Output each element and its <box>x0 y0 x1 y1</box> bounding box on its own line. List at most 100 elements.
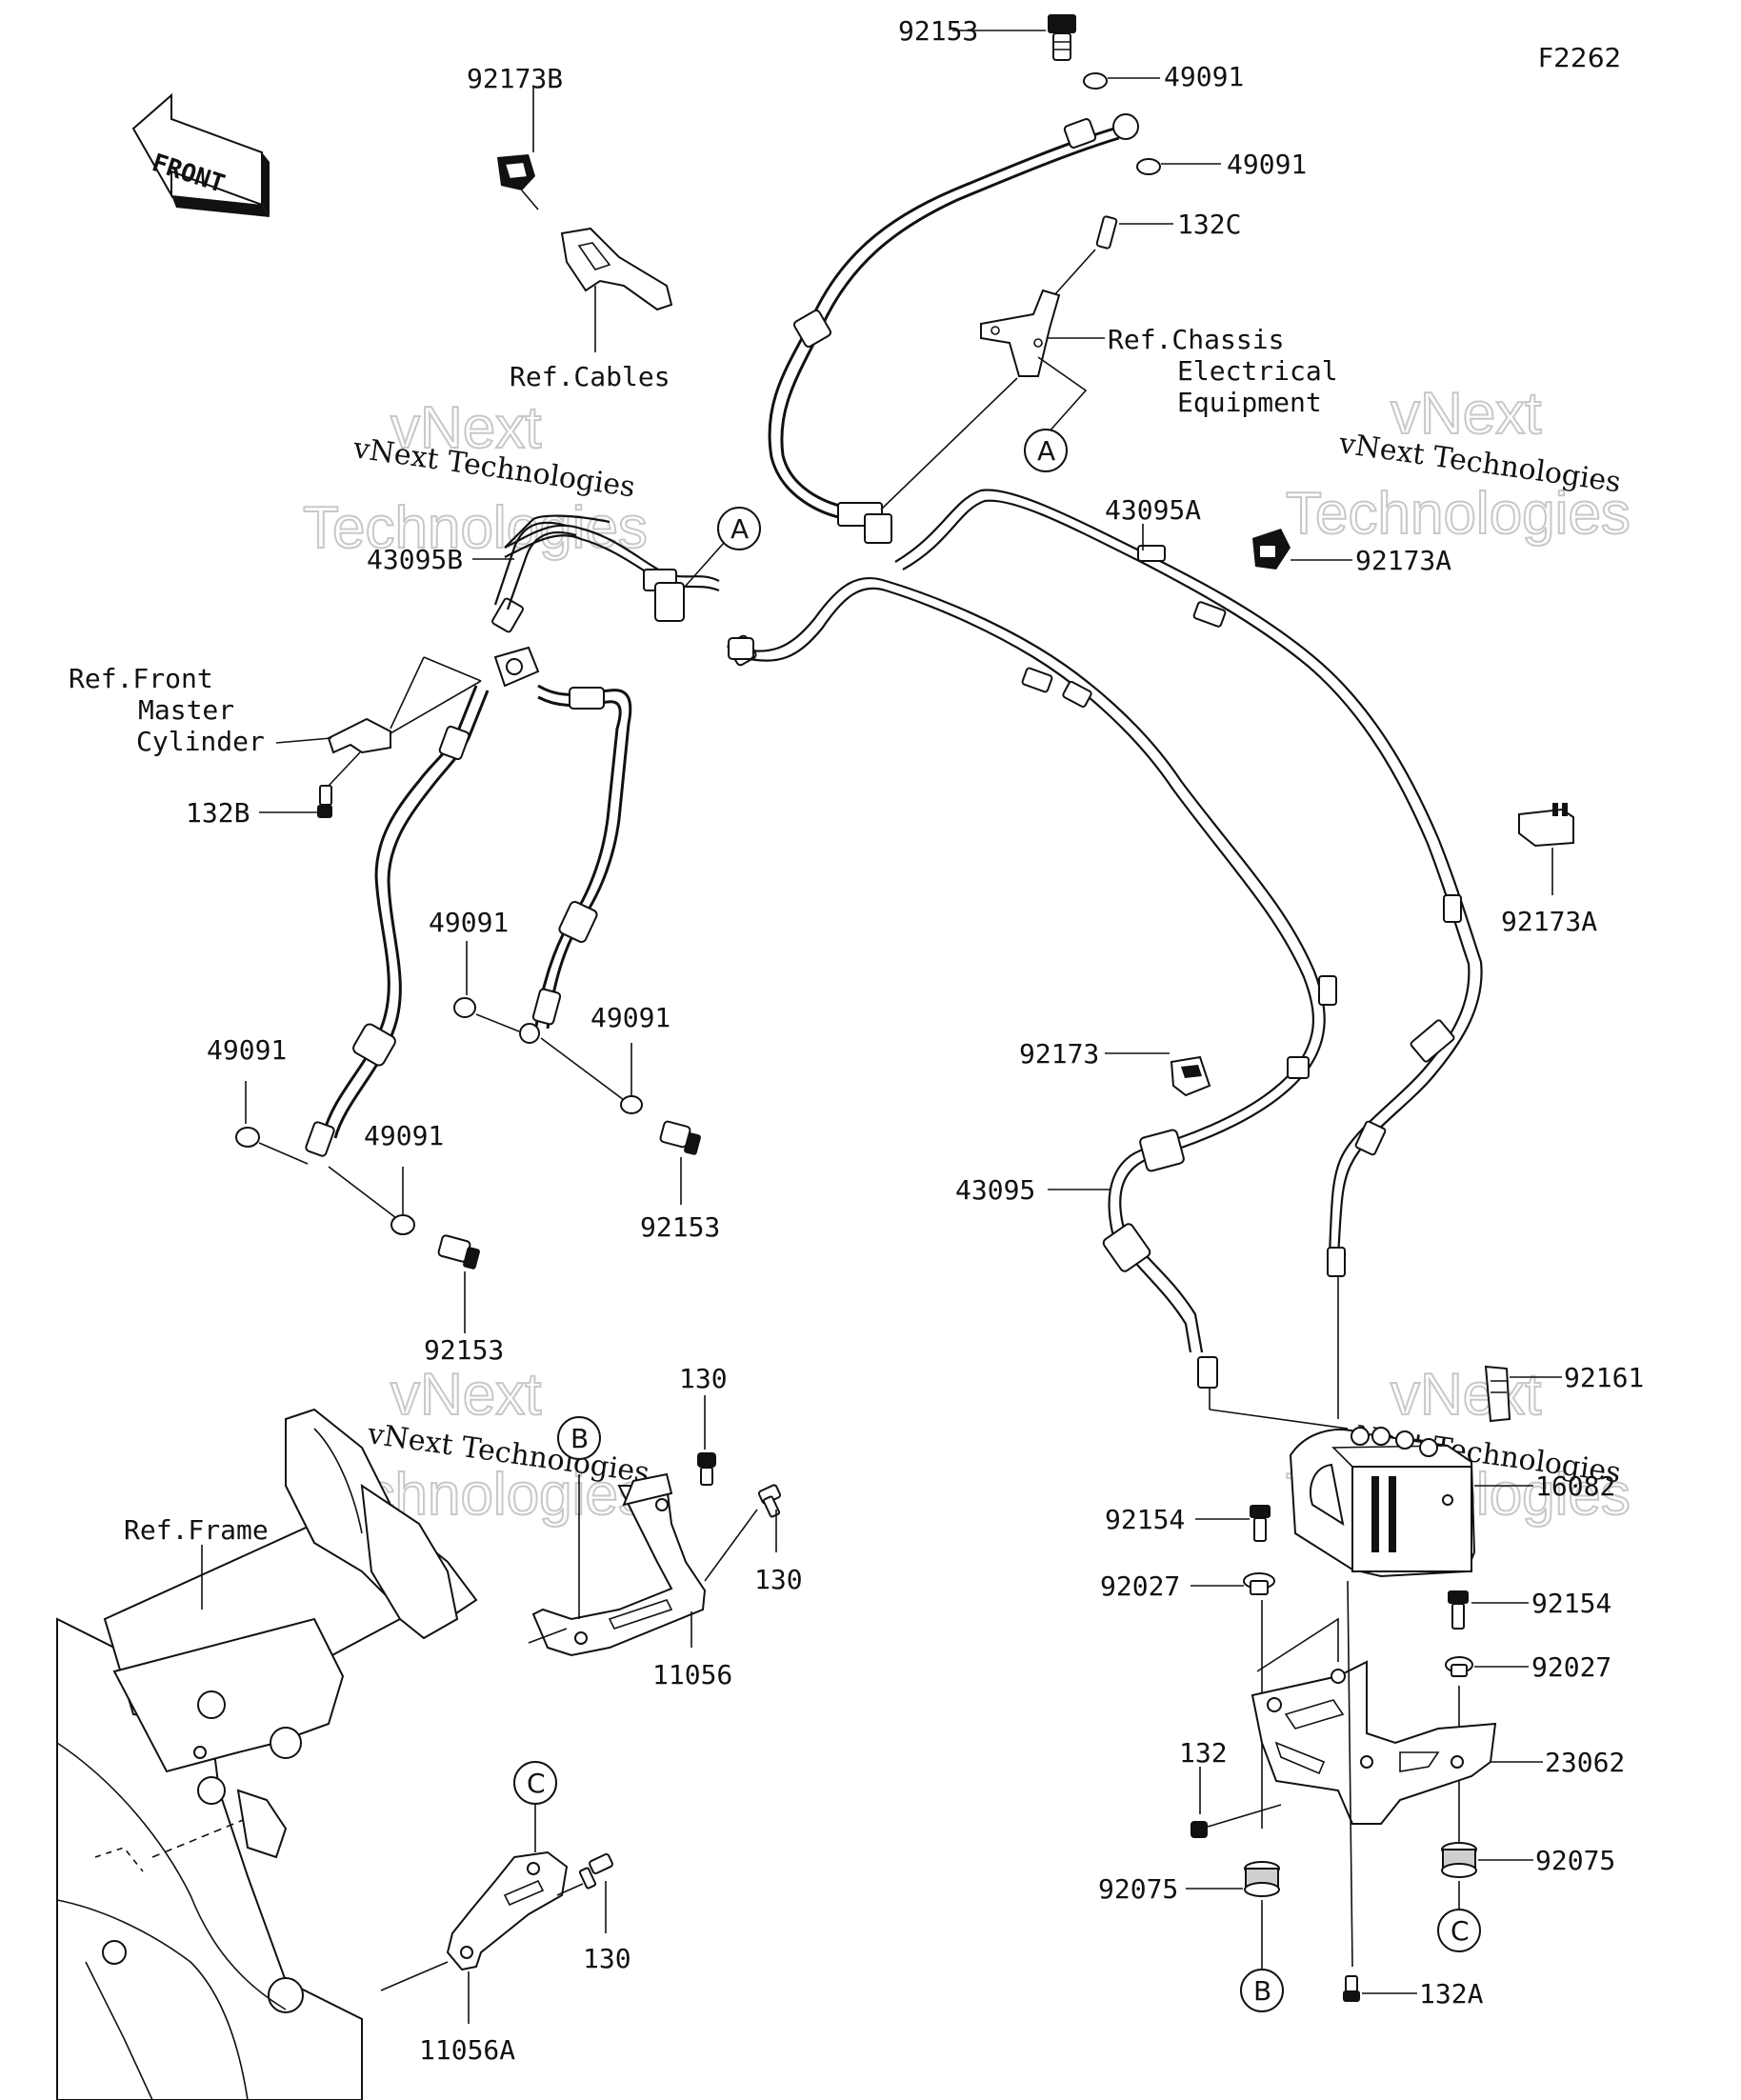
leader-bolt-axis-right <box>475 1013 520 1032</box>
label-49091-low: 49091 <box>364 1120 444 1151</box>
grommet-92075-left <box>1244 1861 1280 1897</box>
label-92027-right: 92027 <box>1531 1651 1611 1683</box>
banjo-right <box>519 1023 540 1044</box>
label-92173A-lower: 92173A <box>1501 906 1597 937</box>
label-43095: 43095 <box>955 1174 1035 1206</box>
label-ref-cables: Ref.Cables <box>510 361 670 392</box>
label-49091-left: 49091 <box>207 1034 287 1066</box>
label-ref-chassis-3: Equipment <box>1177 387 1322 418</box>
label-ref-front-master-3: Cylinder <box>136 726 265 757</box>
label-92075-left: 92075 <box>1098 1873 1178 1905</box>
label-23062: 23062 <box>1545 1747 1625 1778</box>
clamp-92173B <box>497 154 673 311</box>
label-11056A: 11056A <box>419 2034 515 2066</box>
label-49091-right: 49091 <box>590 1002 670 1033</box>
svg-text:Technologies: Technologies <box>303 495 648 561</box>
label-16082: 16082 <box>1535 1470 1615 1502</box>
label-49091-mid: 49091 <box>429 907 509 938</box>
brake-pipe-43095A <box>894 489 1483 1277</box>
front-arrow-icon: FRONT <box>131 92 270 217</box>
bracket-11056A <box>380 1850 569 1991</box>
label-92027-left: 92027 <box>1100 1570 1180 1602</box>
brake-pipe-43095 <box>728 576 1337 1389</box>
label-92153-right: 92153 <box>640 1211 720 1243</box>
ref-circle-c-upper <box>513 1761 557 1805</box>
leader-bolt-axis-left-2 <box>328 1166 401 1222</box>
bolt-132C <box>1045 215 1118 306</box>
frame-assembly <box>56 1408 478 2100</box>
figure-code: F2262 <box>1538 42 1621 73</box>
label-92173: 92173 <box>1019 1038 1099 1070</box>
label-130-mid: 130 <box>754 1564 803 1595</box>
ref-circle-a-lower <box>717 507 761 550</box>
svg-text:vNext: vNext <box>1391 1362 1541 1428</box>
bolt-130-top <box>697 1452 716 1486</box>
bolt-92153-right <box>659 1120 701 1155</box>
svg-text:A: A <box>1037 435 1055 467</box>
leader-ref-front-master <box>275 737 332 744</box>
label-11056: 11056 <box>652 1659 732 1690</box>
ref-circle-c-lower <box>1437 1909 1481 1952</box>
svg-text:Technologies: Technologies <box>1286 481 1631 547</box>
svg-text:B: B <box>570 1423 589 1454</box>
bolt-92153-left <box>437 1234 480 1270</box>
watermark-upper-left: vNext Technologies vNext Technologies <box>302 394 649 562</box>
leader-bolt-axis-left <box>258 1142 309 1165</box>
washer-49091-mid <box>453 997 476 1018</box>
leader-bolt-axis-right-2 <box>540 1037 625 1101</box>
svg-text:vNext: vNext <box>1391 381 1541 447</box>
label-92161: 92161 <box>1564 1362 1644 1393</box>
leader-chassis-to-A <box>1037 356 1088 434</box>
bolt-132 <box>1191 1804 1282 1838</box>
svg-text:vNext: vNext <box>390 1362 541 1428</box>
left-brake-hoses <box>305 646 632 1157</box>
grommet-92075-right <box>1441 1842 1477 1878</box>
bracket-11056 <box>528 1472 707 1657</box>
bolt-130-low <box>556 1852 613 1896</box>
collar-92027-left <box>1243 1572 1275 1595</box>
label-132A: 132A <box>1419 1978 1484 2010</box>
ref-circle-b-upper <box>557 1416 601 1460</box>
clip-92173 <box>1170 1055 1211 1097</box>
svg-text:C: C <box>527 1768 546 1799</box>
washer-49091-right <box>620 1095 643 1114</box>
clamp-92173A-upper <box>1252 529 1291 570</box>
label-92075-right: 92075 <box>1535 1845 1615 1876</box>
bracket-23062 <box>1251 1617 1497 1825</box>
ref-circle-a-upper <box>1024 429 1068 472</box>
washer-49091-low <box>390 1214 415 1235</box>
label-130-top: 130 <box>679 1363 728 1394</box>
svg-text:A: A <box>730 513 749 545</box>
washer-49091-left <box>235 1127 260 1148</box>
bolt-132B <box>317 751 361 818</box>
abs-unit-16082 <box>1289 1365 1511 1578</box>
bolt-92154-right <box>1448 1590 1469 1630</box>
label-ref-front-master-2: Master <box>138 694 234 726</box>
svg-text:vNext: vNext <box>390 395 541 461</box>
leader-132A-axis <box>1347 1580 1353 1968</box>
chassis-bracket <box>980 289 1061 377</box>
bolt-132A <box>1343 1975 1360 2002</box>
label-132B: 132B <box>186 797 250 829</box>
bolt-92154-left <box>1250 1505 1271 1542</box>
label-130-low: 130 <box>583 1943 631 1974</box>
collar-92027-right <box>1445 1656 1473 1677</box>
pipe-43095B-upper <box>493 521 577 610</box>
watermark-upper-right: vNext Technologies vNext Technologies <box>1285 380 1631 548</box>
label-92153-left: 92153 <box>424 1334 504 1366</box>
label-92153-top: 92153 <box>898 15 978 47</box>
label-49091-top1: 49091 <box>1164 61 1244 92</box>
bolt-130-mid <box>704 1484 782 1582</box>
label-92173B: 92173B <box>467 63 563 94</box>
leader-abs-left-2 <box>1209 1409 1349 1430</box>
leader-chassis-to-clip <box>880 377 1018 510</box>
label-ref-chassis-2: Electrical <box>1177 355 1338 387</box>
label-ref-chassis-1: Ref.Chassis <box>1108 324 1284 355</box>
label-49091-top2: 49091 <box>1227 149 1307 180</box>
ref-circle-b-lower <box>1240 1969 1284 2012</box>
label-92173A-upper: 92173A <box>1355 545 1451 576</box>
label-132: 132 <box>1179 1737 1228 1769</box>
upper-brake-hose <box>768 113 1139 544</box>
leader-A-lower <box>685 542 725 587</box>
